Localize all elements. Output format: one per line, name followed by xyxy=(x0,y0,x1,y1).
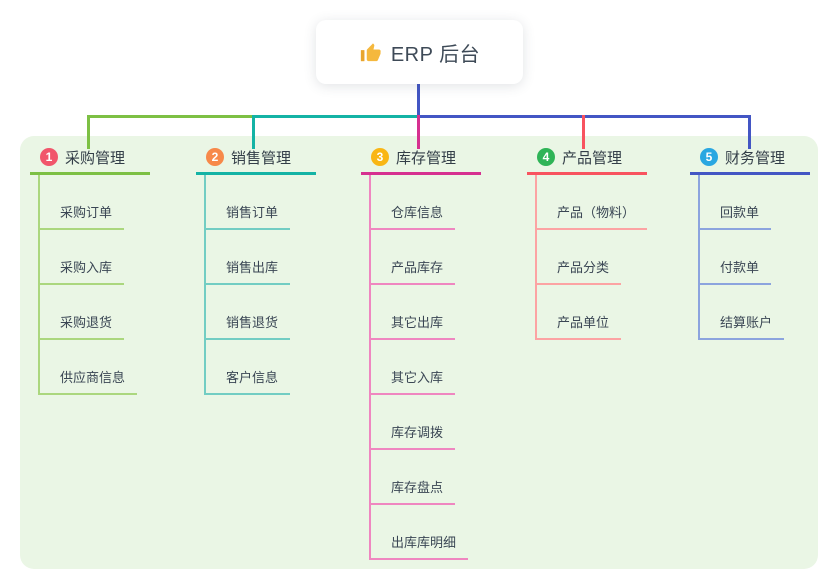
child-node[interactable]: 其它出库 xyxy=(371,285,481,340)
branch-product: 4 产品管理 产品（物料） 产品分类 产品单位 xyxy=(527,148,648,340)
child-node[interactable]: 产品（物料） xyxy=(537,175,648,230)
branch-purchase: 1 采购管理 采购订单 采购入库 采购退货 供应商信息 xyxy=(30,148,150,395)
branch-node-inventory[interactable]: 3 库存管理 xyxy=(361,148,481,175)
branch-inventory: 3 库存管理 仓库信息 产品库存 其它出库 其它入库 库存调拨 库存盘点 出库库… xyxy=(361,148,481,560)
thumbs-up-icon xyxy=(360,42,381,61)
child-label: 仓库信息 xyxy=(371,175,456,230)
branch-node-finance[interactable]: 5 财务管理 xyxy=(690,148,810,175)
branch-sales: 2 销售管理 销售订单 销售出库 销售退货 客户信息 xyxy=(196,148,316,395)
child-label: 产品（物料） xyxy=(537,175,648,230)
branch-number-badge: 2 xyxy=(206,148,224,166)
drop-line-inventory xyxy=(417,115,420,149)
child-label: 采购入库 xyxy=(40,230,125,285)
child-node[interactable]: 出库库明细 xyxy=(371,505,481,560)
branch-children: 采购订单 采购入库 采购退货 供应商信息 xyxy=(38,175,150,395)
branch-number-badge: 3 xyxy=(371,148,389,166)
branch-children: 销售订单 销售出库 销售退货 客户信息 xyxy=(204,175,316,395)
child-node[interactable]: 其它入库 xyxy=(371,340,481,395)
branch-label: 产品管理 xyxy=(562,149,623,167)
child-label: 产品分类 xyxy=(537,230,622,285)
root-node[interactable]: ERP 后台 xyxy=(316,20,523,84)
child-node[interactable]: 产品单位 xyxy=(537,285,647,340)
child-label: 产品库存 xyxy=(371,230,456,285)
child-node[interactable]: 采购订单 xyxy=(40,175,150,230)
child-label: 产品单位 xyxy=(537,285,622,340)
child-label: 销售退货 xyxy=(206,285,291,340)
child-label: 销售出库 xyxy=(206,230,291,285)
child-label: 销售订单 xyxy=(206,175,291,230)
child-label: 其它入库 xyxy=(371,340,456,395)
drop-line-sales xyxy=(252,115,255,149)
branch-label: 库存管理 xyxy=(396,149,457,167)
branch-label: 销售管理 xyxy=(231,149,292,167)
branch-finance: 5 财务管理 回款单 付款单 结算账户 xyxy=(690,148,810,340)
child-node[interactable]: 结算账户 xyxy=(700,285,810,340)
drop-line-purchase xyxy=(87,115,90,149)
drop-line-finance xyxy=(748,115,751,149)
connector-segment-purchase xyxy=(87,115,253,118)
root-title: ERP 后台 xyxy=(390,43,481,66)
child-label: 供应商信息 xyxy=(40,340,138,395)
child-label: 库存盘点 xyxy=(371,450,456,505)
child-label: 采购订单 xyxy=(40,175,125,230)
branch-children: 产品（物料） 产品分类 产品单位 xyxy=(535,175,648,340)
child-label: 结算账户 xyxy=(700,285,785,340)
branch-node-purchase[interactable]: 1 采购管理 xyxy=(30,148,150,175)
branch-children: 回款单 付款单 结算账户 xyxy=(698,175,810,340)
child-label: 回款单 xyxy=(700,175,772,230)
child-label: 付款单 xyxy=(700,230,772,285)
drop-line-product xyxy=(582,115,585,149)
child-node[interactable]: 库存盘点 xyxy=(371,450,481,505)
child-node[interactable]: 客户信息 xyxy=(206,340,316,395)
branch-children: 仓库信息 产品库存 其它出库 其它入库 库存调拨 库存盘点 出库库明细 xyxy=(369,175,481,560)
child-node[interactable]: 付款单 xyxy=(700,230,810,285)
root-stem-line xyxy=(417,84,420,116)
child-node[interactable]: 采购退货 xyxy=(40,285,150,340)
child-label: 采购退货 xyxy=(40,285,125,340)
branch-label: 财务管理 xyxy=(725,149,786,167)
child-node[interactable]: 销售出库 xyxy=(206,230,316,285)
child-label: 出库库明细 xyxy=(371,505,469,560)
branch-label: 采购管理 xyxy=(65,149,126,167)
connector-segment-sales xyxy=(253,115,418,118)
child-label: 其它出库 xyxy=(371,285,456,340)
child-node[interactable]: 采购入库 xyxy=(40,230,150,285)
child-node[interactable]: 产品分类 xyxy=(537,230,647,285)
child-label: 库存调拨 xyxy=(371,395,456,450)
child-node[interactable]: 销售订单 xyxy=(206,175,316,230)
branches-panel xyxy=(20,136,818,569)
branch-number-badge: 4 xyxy=(537,148,555,166)
branch-number-badge: 1 xyxy=(40,148,58,166)
child-node[interactable]: 销售退货 xyxy=(206,285,316,340)
child-label: 客户信息 xyxy=(206,340,291,395)
branch-node-sales[interactable]: 2 销售管理 xyxy=(196,148,316,175)
branch-node-product[interactable]: 4 产品管理 xyxy=(527,148,647,175)
child-node[interactable]: 仓库信息 xyxy=(371,175,481,230)
child-node[interactable]: 回款单 xyxy=(700,175,810,230)
child-node[interactable]: 产品库存 xyxy=(371,230,481,285)
child-node[interactable]: 库存调拨 xyxy=(371,395,481,450)
branch-number-badge: 5 xyxy=(700,148,718,166)
child-node[interactable]: 供应商信息 xyxy=(40,340,150,395)
